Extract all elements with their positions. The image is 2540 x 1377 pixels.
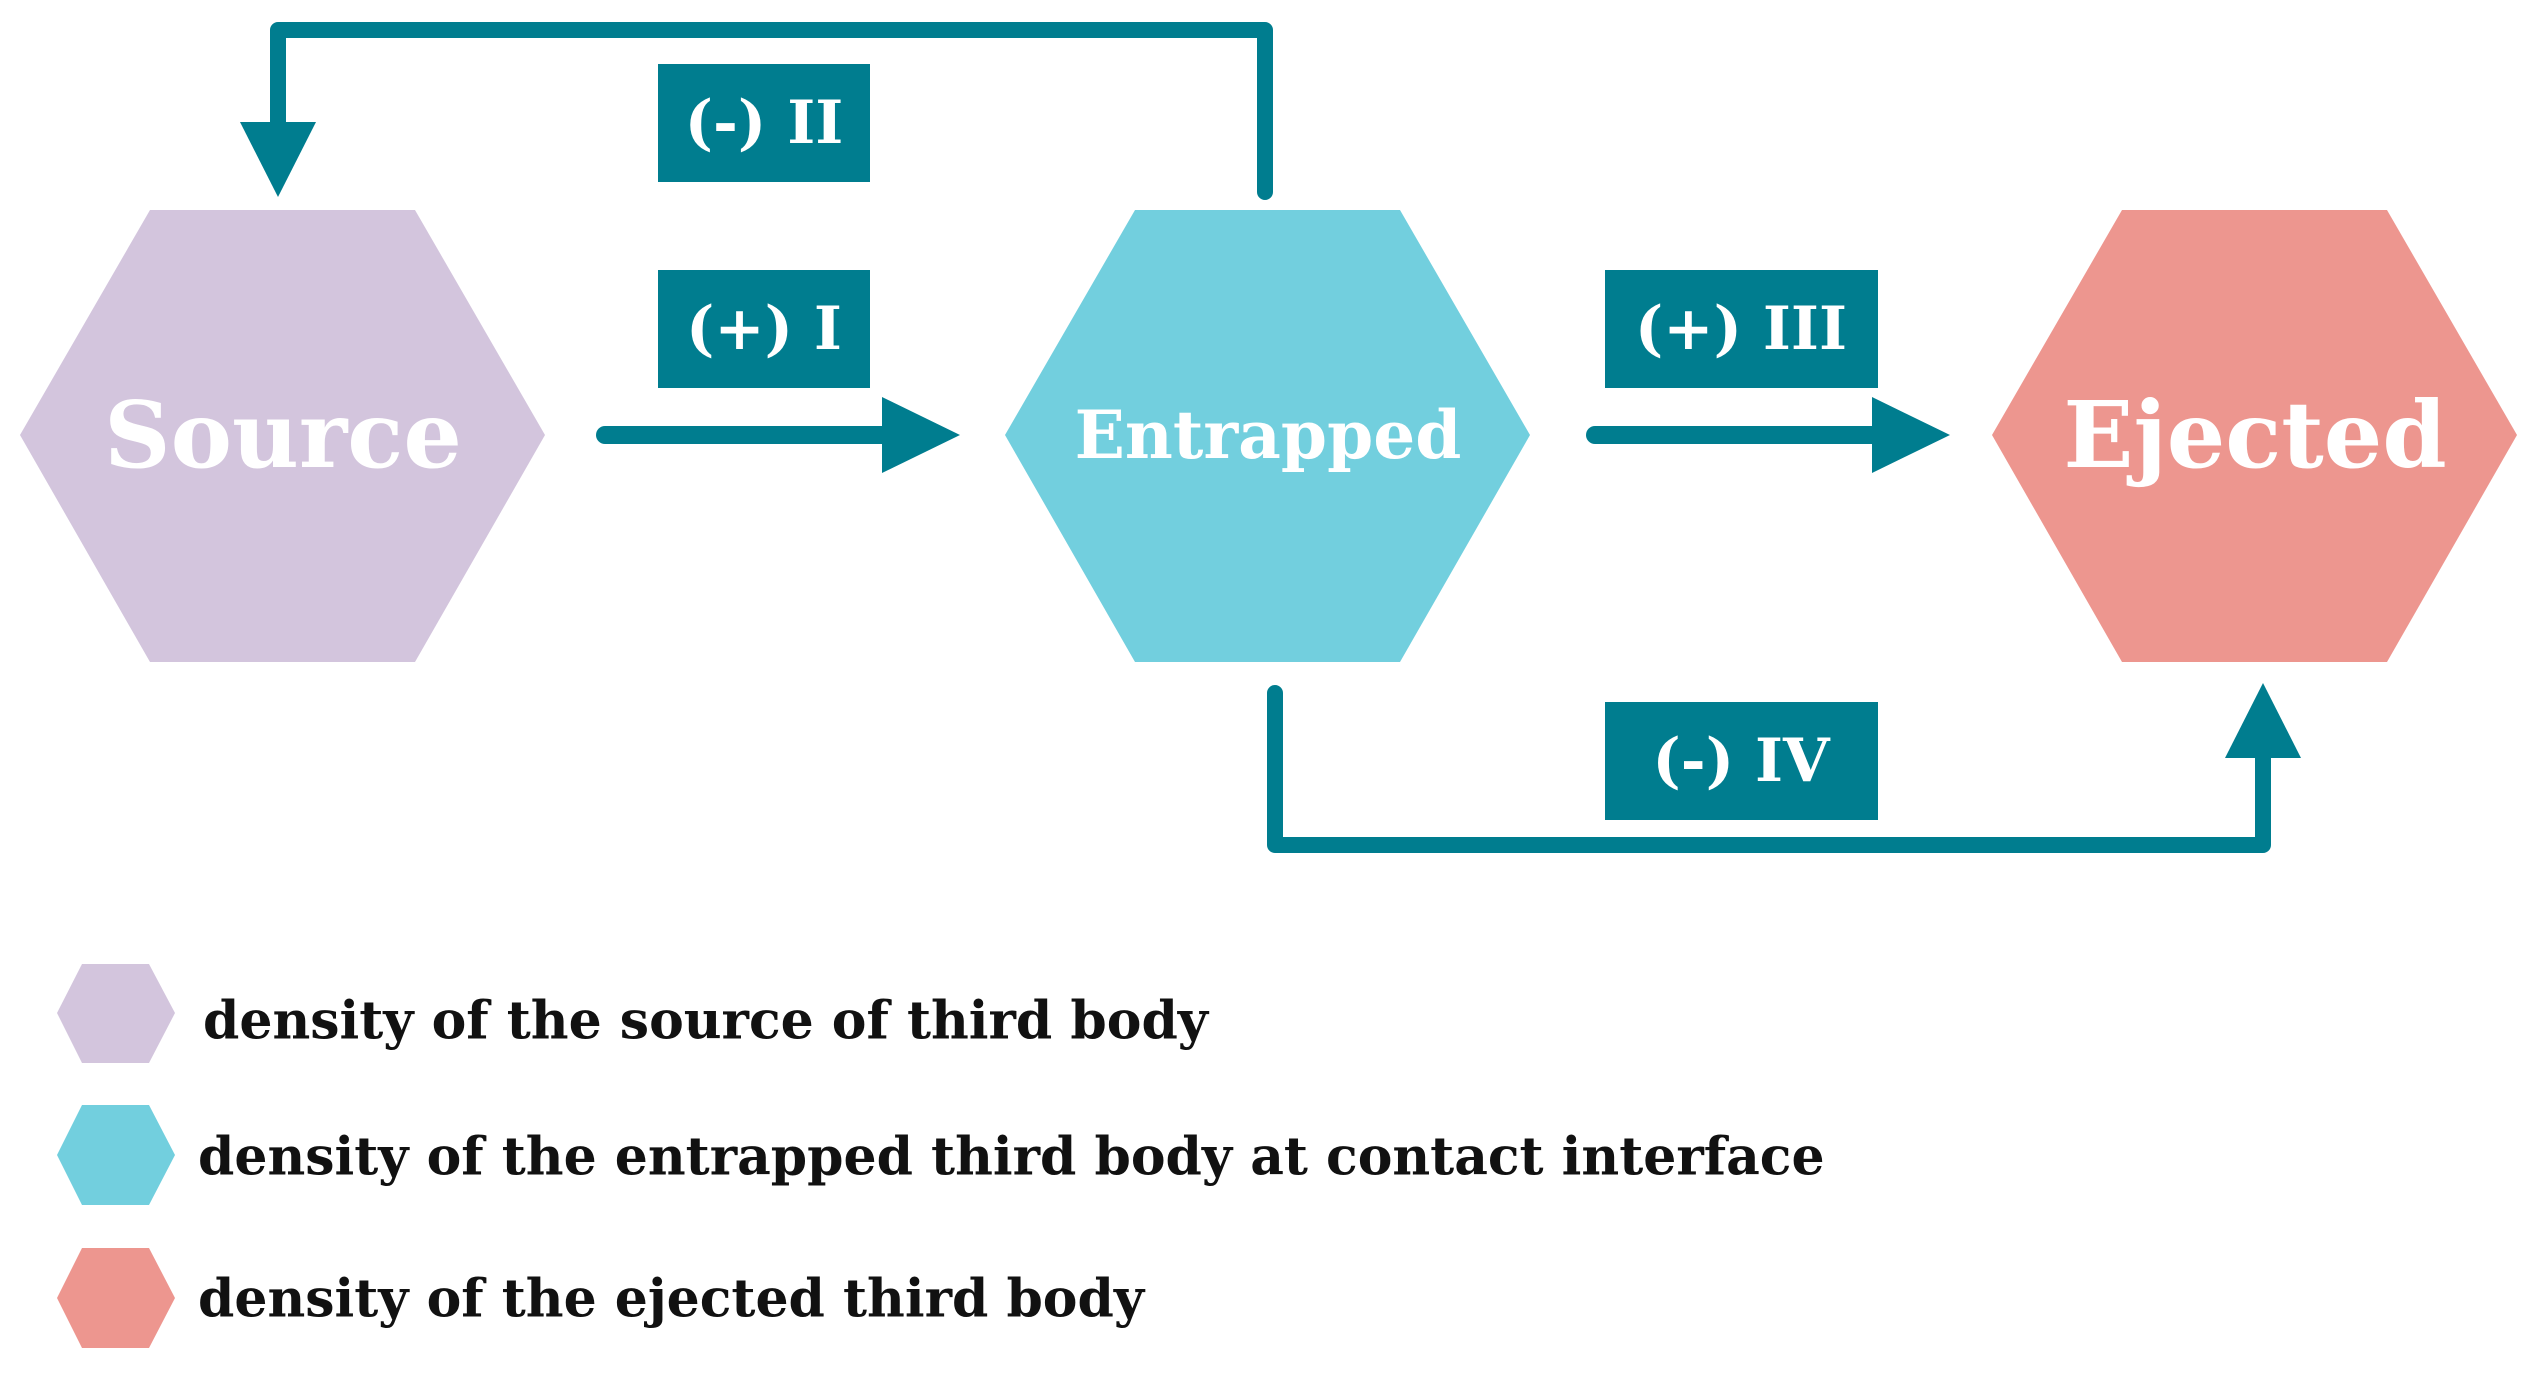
flow-i: (+) I — [596, 270, 960, 473]
legend-ejected-hexagon — [57, 1248, 175, 1348]
flow-ii: (-) II — [240, 22, 1273, 200]
flow-iii: (+) III — [1586, 270, 1950, 473]
legend-item-entrapped: density of the entrapped third body at c… — [57, 1105, 1825, 1205]
legend-entrapped-text: density of the entrapped third body at c… — [198, 1127, 1825, 1188]
flow-iv-line — [1267, 685, 2271, 853]
legend-source-hexagon — [57, 964, 175, 1063]
flow-iii-arrowhead — [1872, 397, 1950, 473]
legend-ejected-text: density of the ejected third body — [198, 1269, 1146, 1330]
flow-ii-line — [270, 22, 1273, 200]
legend: density of the source of third body dens… — [57, 964, 1825, 1348]
flow-ii-label: (-) II — [685, 88, 844, 158]
source-hexagon — [20, 210, 545, 662]
legend-item-ejected: density of the ejected third body — [57, 1248, 1146, 1348]
flow-ii-label-box — [658, 64, 870, 182]
flow-iv-label-box — [1605, 702, 1878, 820]
flow-i-arrowhead — [882, 397, 960, 473]
legend-entrapped-hexagon — [57, 1105, 175, 1205]
flow-iii-label: (+) III — [1635, 294, 1847, 364]
entrapped-label: Entrapped — [1075, 396, 1462, 474]
flow-iii-label-box — [1605, 270, 1878, 388]
legend-item-source: density of the source of third body — [57, 964, 1210, 1063]
flow-iv-label: (-) IV — [1652, 726, 1831, 796]
source-label: Source — [104, 381, 462, 489]
flow-iv-arrowhead — [2225, 683, 2301, 758]
flow-iv: (-) IV — [1267, 683, 2301, 853]
flow-i-label: (+) I — [686, 294, 842, 364]
entrapped-hexagon — [1005, 210, 1530, 662]
source-node: Source — [20, 210, 545, 662]
legend-source-text: density of the source of third body — [203, 991, 1210, 1052]
ejected-hexagon — [1992, 210, 2517, 662]
flow-i-label-box — [658, 270, 870, 388]
ejected-node: Ejected — [1992, 210, 2517, 662]
entrapped-node: Entrapped — [1005, 210, 1530, 662]
ejected-label: Ejected — [2063, 381, 2446, 489]
flow-ii-arrowhead — [240, 122, 316, 197]
